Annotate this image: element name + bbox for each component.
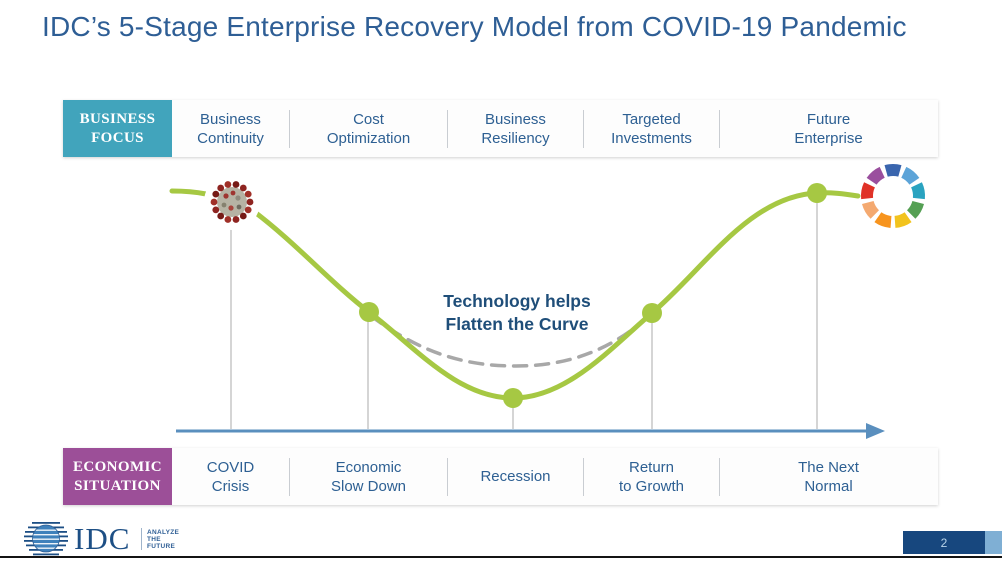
economic-situation-item-1: COVID Crisis [206,458,255,495]
separator-line [447,457,448,496]
economic-situation-bar: ECONOMIC SITUATION COVID Crisis Economic… [63,448,938,505]
page-number-badge: 2 [903,531,985,554]
business-focus-label: BUSINESS FOCUS [63,100,172,157]
separator-line [289,109,290,148]
recovery-curve [169,188,861,401]
idc-logo [24,522,68,556]
separator-line [447,109,448,148]
flattened-curve-dashed [369,314,651,368]
bottom-border-line [0,556,1002,558]
business-focus-item-4: Targeted Investments [611,110,692,147]
separator-line [583,109,584,148]
business-focus-item-3: Business Resiliency [481,110,550,147]
page-accent-bar [985,531,1002,554]
logo-tagline: ANALYZE THE FUTURE [147,529,180,550]
slide-title: IDC’s 5-Stage Enterprise Recovery Model … [42,11,907,42]
stage-dots [359,183,827,408]
separator-line [583,457,584,496]
economic-situation-item-3: Recession [480,468,551,485]
globe-icon [24,522,68,556]
coronavirus-icon [204,174,260,230]
segmented-ring-icon [860,163,926,228]
economic-situation-item-5: The Next Normal [798,458,859,495]
economic-situation-item-4: Return to Growth [618,458,685,495]
economic-situation-item-2: Economic Slow Down [330,458,407,495]
idc-logo-text: IDC [74,521,131,556]
stage-point [642,303,662,323]
separator-line [719,109,720,148]
timeline-axis [176,423,885,439]
economic-situation-label: ECONOMIC SITUATION [63,448,172,505]
business-focus-item-2: Cost Optimization [326,110,411,147]
logo-divider [141,528,142,550]
business-focus-bar: BUSINESS FOCUS Business Continuity Cost … [63,100,938,157]
stage-point [359,302,379,322]
axis-arrow-icon [866,423,885,439]
separator-line [289,457,290,496]
business-focus-item-5: Future Enterprise [794,110,863,147]
business-focus-item-1: Business Continuity [197,110,264,147]
stage-point [503,388,523,408]
technology-annotation: Technology helps Flatten the Curve [443,291,591,334]
stage-point [807,183,827,203]
separator-line [719,457,720,496]
